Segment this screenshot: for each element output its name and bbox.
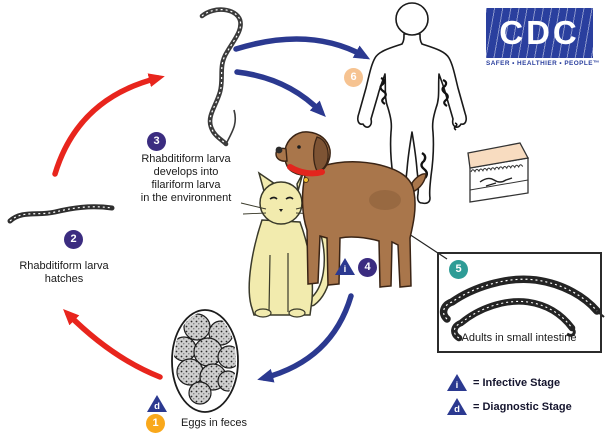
stage-circle-5: 5	[449, 260, 468, 279]
stage-1-label: Eggs in feces	[181, 417, 248, 429]
red-arrow-eggs-to-hatch	[63, 309, 163, 380]
larva-track-leg	[420, 151, 428, 179]
blue-arrow-animals-to-eggs	[257, 293, 354, 383]
adults-box	[437, 252, 602, 353]
larva-track-hand	[453, 122, 458, 131]
legend-infective-text: = Infective Stage	[473, 376, 561, 389]
legend-infective: i = Infective Stage	[447, 374, 560, 391]
legend-diagnostic: d = Diagnostic Stage	[447, 398, 572, 415]
legend-diagnostic-text: = Diagnostic Stage	[473, 400, 572, 413]
stage-circle-3: 3	[147, 132, 166, 151]
adult-worms-illustration	[439, 275, 605, 342]
stage-2-label: Rhabditiform larva hatches	[19, 260, 109, 285]
stage-5-label: Adults in small intestine	[461, 332, 577, 344]
cdc-logo-rays-icon	[486, 8, 593, 58]
stage-circle-1: 1	[146, 414, 165, 433]
dog-illustration	[275, 131, 427, 288]
stage-circle-4: 4	[358, 258, 377, 277]
blue-arrow-larva-to-animals	[234, 69, 326, 118]
cycle-arrows	[52, 36, 371, 383]
stage-circle-6: 6	[344, 68, 363, 87]
dog-collar	[287, 164, 325, 177]
stage-3-label: Rhabditiform larva develops into filarif…	[140, 153, 232, 204]
cdc-tagline: SAFER • HEALTHIER • PEOPLE™	[486, 60, 600, 67]
cdc-logo-box: CDC	[486, 8, 593, 58]
cdc-logo-text: CDC	[499, 14, 580, 51]
penetrating-larva	[479, 177, 513, 187]
red-arrow-hatch-to-filariform	[52, 73, 165, 177]
filariform-larva-illustration	[199, 7, 243, 147]
cdc-logo: CDC SAFER • HEALTHIER • PEOPLE™	[486, 8, 600, 67]
diagnostic-stage-triangle-icon: d	[447, 398, 467, 415]
larva-track-left-arm	[379, 76, 387, 105]
rhabditiform-larva-illustration	[7, 204, 115, 224]
infective-stage-triangle-icon: i	[447, 374, 467, 391]
human-figure-illustration	[356, 2, 468, 205]
egg-illustration	[171, 309, 239, 413]
blue-arrow-larva-to-human	[233, 36, 371, 60]
stage-circle-2: 2	[64, 230, 83, 249]
skin-cross-section-illustration	[467, 142, 529, 203]
cat-illustration	[240, 171, 333, 318]
larva-track-right-arm	[441, 78, 449, 107]
